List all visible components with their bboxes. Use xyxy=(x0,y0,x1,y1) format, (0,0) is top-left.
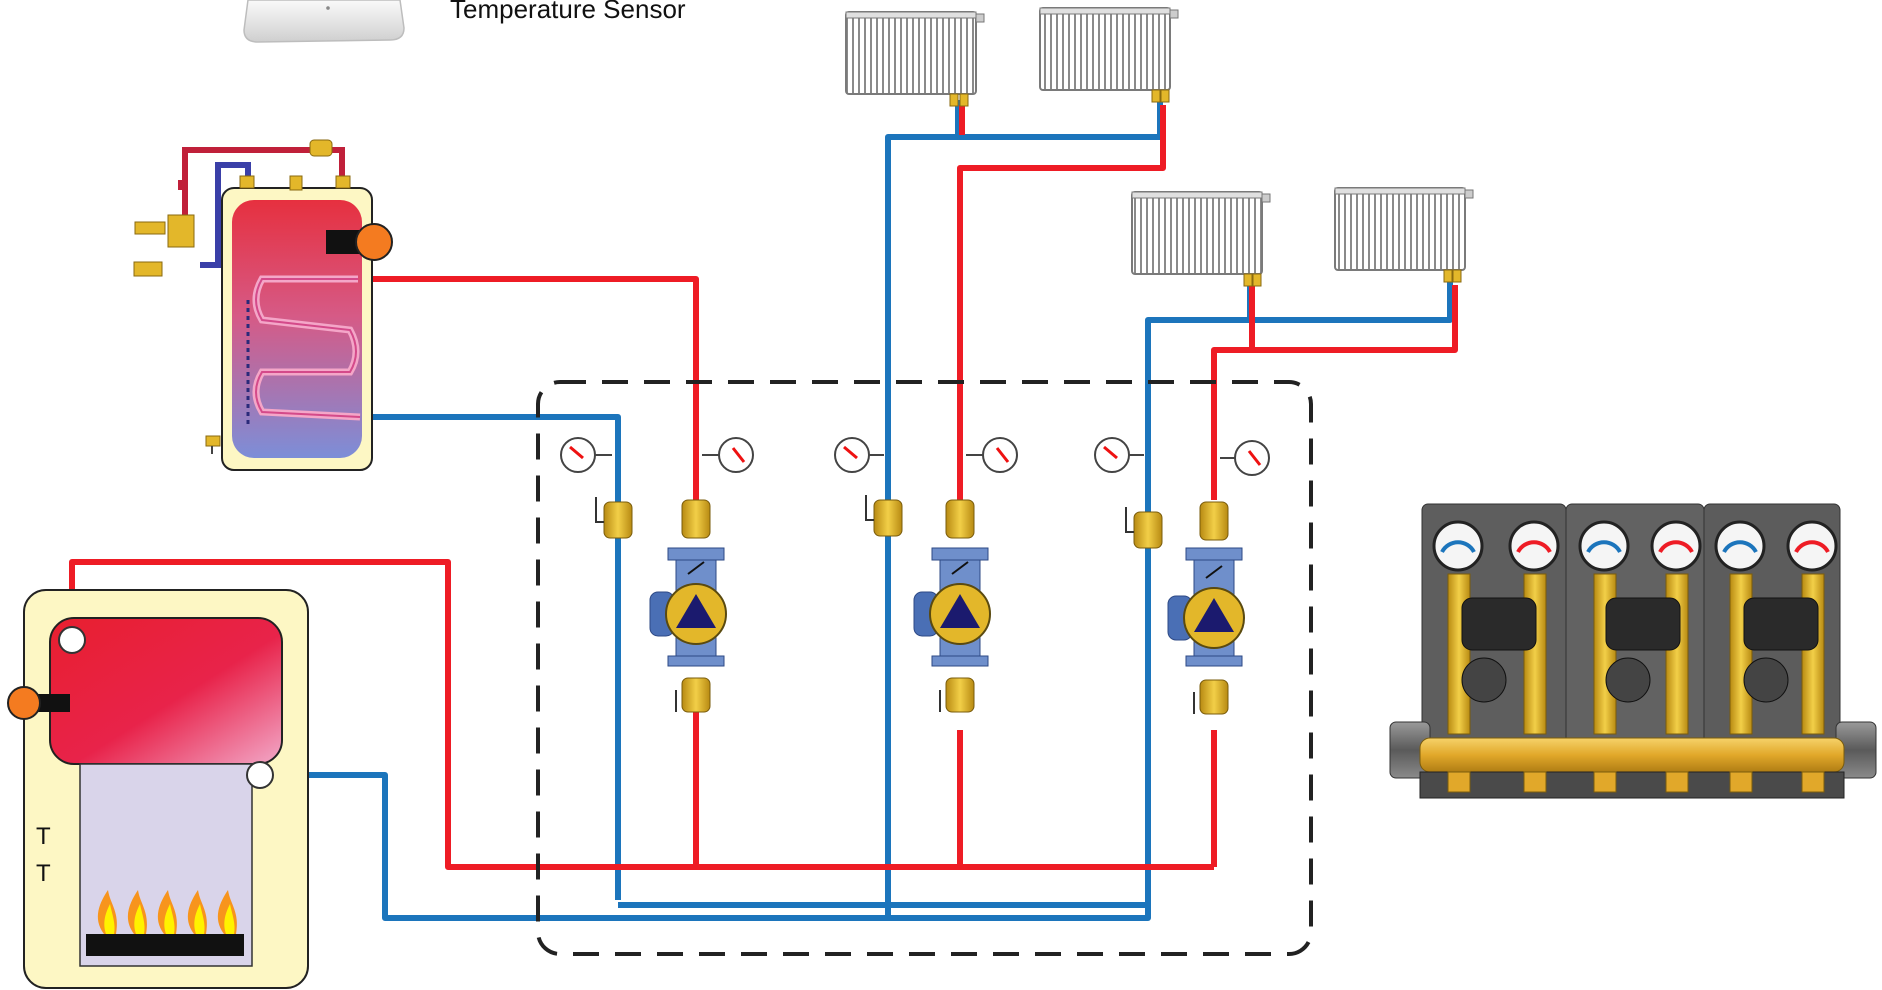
ball-valve-icon xyxy=(865,495,903,537)
ball-valve-icon xyxy=(595,497,633,539)
flame-icon xyxy=(97,890,237,934)
temperature-sensor-label: Temperature Sensor xyxy=(450,0,686,24)
pump-station-manifold-icon xyxy=(1389,503,1877,799)
solid-fuel-boiler-icon xyxy=(7,589,309,989)
thermometer-gauge-icon xyxy=(560,437,612,473)
pump-group-frame xyxy=(536,380,1313,956)
thermometer-gauge-icon xyxy=(966,437,1018,473)
thermometer-gauge-icon xyxy=(1220,440,1270,476)
circulation-pump-icon xyxy=(913,499,991,713)
boiler-tag-line2: T xyxy=(36,860,51,887)
pump-group xyxy=(560,437,754,713)
supply-pipes xyxy=(69,105,1458,870)
radiator-icon xyxy=(845,11,985,107)
ball-valve-icon xyxy=(1125,507,1163,549)
thermometer-gauge-icon xyxy=(702,437,754,473)
radiator-icon xyxy=(1131,191,1271,287)
pump-group xyxy=(834,437,1018,713)
radiator-icon xyxy=(1334,187,1474,283)
thermometer-gauge-icon xyxy=(1094,437,1144,473)
circulation-pump-icon xyxy=(1167,501,1245,715)
circulation-pump-icon xyxy=(649,499,727,713)
boiler-tag-line1: T xyxy=(36,823,51,850)
thermometer-gauge-icon xyxy=(834,437,884,473)
wall-thermostat-icon xyxy=(243,0,405,43)
radiator-icon xyxy=(1039,7,1179,103)
pump-group xyxy=(1094,437,1270,715)
hot-water-cylinder-icon xyxy=(133,139,393,471)
return-pipes xyxy=(260,100,1453,921)
